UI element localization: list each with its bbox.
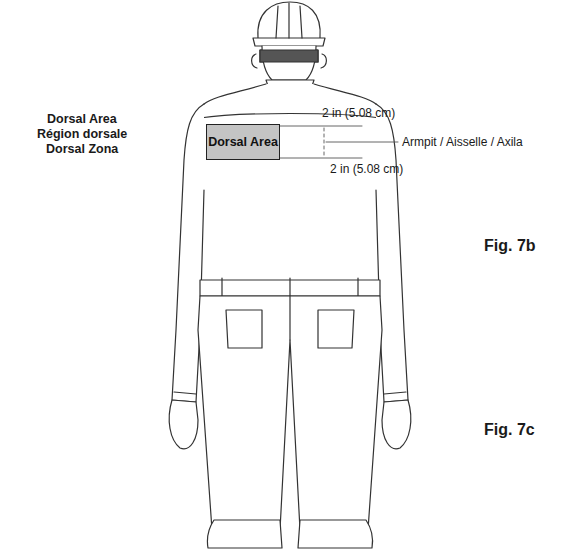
- right-boot: [298, 520, 373, 548]
- hat-ribs: [276, 3, 302, 38]
- region-label: Dorsal Zona: [46, 142, 118, 158]
- right-cuff: [384, 392, 406, 394]
- ears: [252, 54, 327, 68]
- region-label: Région dorsale: [37, 127, 127, 143]
- left-cuff: [174, 392, 196, 394]
- figure-number: Fig. 7b: [484, 236, 536, 255]
- belt-loops: [222, 278, 358, 298]
- left-glove: [169, 400, 198, 449]
- dorsal-area-box: Dorsal Area: [206, 124, 280, 160]
- region-label: Dorsal Area: [47, 112, 117, 128]
- armpit-leader-line: [326, 142, 398, 143]
- armpit-label: Armpit / Aisselle / Axila: [402, 135, 523, 150]
- dimension-label: 2 in (5.08 cm): [322, 106, 395, 121]
- left-sleeve: [172, 104, 204, 402]
- goggle-strap: [260, 50, 318, 62]
- dimension-label: 2 in (5.08 cm): [330, 162, 403, 177]
- figure-number: Fig. 7c: [484, 420, 535, 439]
- box-text: Dorsal Area: [208, 135, 278, 149]
- right-glove: [382, 400, 411, 449]
- goggle-strap: [260, 50, 318, 62]
- hat-brim: [253, 38, 325, 46]
- back-pockets: [226, 310, 354, 348]
- dimension-dashed-line: [324, 128, 325, 156]
- trousers: [198, 296, 382, 530]
- left-boot: [207, 520, 282, 548]
- trouser-seam: [289, 296, 290, 340]
- hard-hat: [258, 2, 320, 38]
